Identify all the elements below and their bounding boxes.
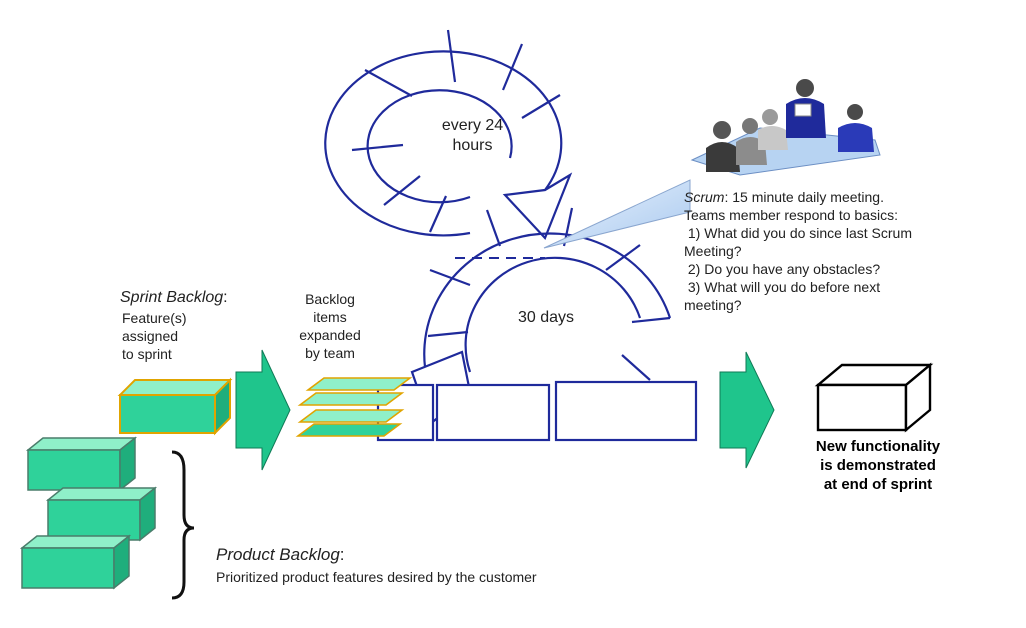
sprint-backlog-desc: Feature(s) assigned to sprint [122,310,187,362]
sprint-cycle-label: 30 days [518,309,575,326]
scrum-meeting-text: Scrum: 15 minute daily meeting. Teams me… [684,188,1014,314]
daily-cycle-label: every 24 hours [441,117,504,154]
sprint-backlog-block [117,377,233,436]
scrum-line-4: 2) Do you have any obstacles? [684,261,881,277]
sprint-backlog-heading: Sprint Backlog: [120,288,228,308]
product-backlog-heading: Product Backlog: [216,545,345,565]
product-backlog-blocks [19,436,158,590]
scrum-line-3: Meeting? [684,243,742,259]
scrum-line-1: Teams member respond to basics: [684,207,898,223]
new-functionality-label: New functionality is demonstrated at end… [815,438,941,493]
scrum-callout-pointer [543,179,691,249]
product-backlog-desc: Prioritized product features desired by … [216,569,537,585]
scrum-line-2: 1) What did you do since last Scrum [684,225,912,241]
scrum-term: Scrum [684,189,725,205]
sprint-backlog-title: Sprint Backlog [120,289,224,306]
scrum-line-5: 3) What will you do before next [684,279,881,295]
expanded-backlog-items [295,377,413,437]
sprint-bottom-segments [376,380,698,442]
product-backlog-colon: : [339,545,345,564]
daily-cycle-ring [324,29,573,241]
arrow-to-expanded [235,349,291,471]
expanded-items-label: Backlog items expanded by team [299,291,361,361]
scrum-line-0: : 15 minute daily meeting. [724,189,884,205]
scrum-line-6: meeting? [684,297,742,313]
new-functionality-box [814,362,934,433]
sprint-backlog-colon: : [223,289,228,306]
team-meeting-image [690,79,881,176]
arrow-to-result [719,351,775,469]
product-backlog-title: Product Backlog [216,545,340,564]
product-backlog-brace [171,450,195,600]
